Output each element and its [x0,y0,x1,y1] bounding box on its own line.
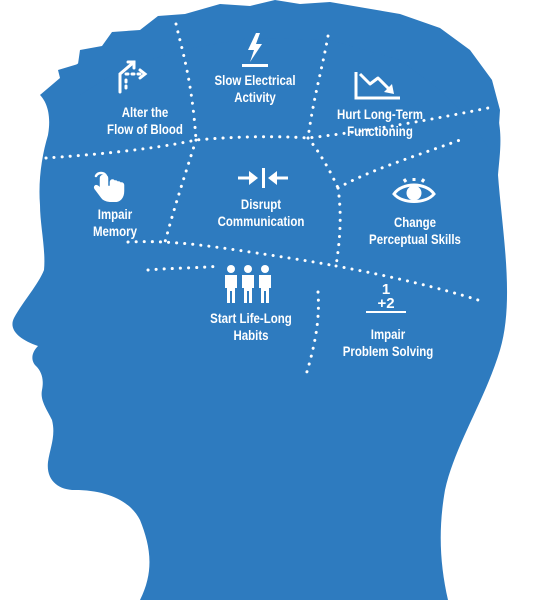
label-impair-memory: Impair Memory [70,206,160,240]
label-disrupt-communication: Disrupt Communication [200,196,323,230]
label-line: Functioning [347,123,413,139]
arrows-inward-icon [238,168,288,188]
hair-tufts [40,0,500,150]
lightning-bolt-icon [242,33,268,67]
label-line: Impair [370,326,406,342]
label-line: Problem Solving [342,343,434,359]
label-slow-electrical: Slow Electrical Activity [194,72,317,106]
split-arrows-icon [118,60,148,94]
math-sum-top: 1 [381,281,391,298]
label-line: Communication [217,213,305,229]
math-sum-icon: 1 +2 [366,281,406,313]
label-change-perceptual: Change Perceptual Skills [354,214,477,248]
dotted-dividers [44,22,490,377]
label-line: Impair [97,206,133,222]
math-sum-bottom: +2 [366,296,406,313]
three-people-icon [225,265,271,303]
tap-hand-icon [93,171,125,202]
label-line: Disrupt [240,196,282,212]
label-start-habits: Start Life-Long Habits [190,310,313,344]
label-line: Change [393,214,437,230]
trend-down-icon [354,72,400,100]
label-line: Slow Electrical [214,72,296,88]
label-hurt-long-term: Hurt Long-Term Functioning [314,106,445,140]
label-alter-flow: Alter the Flow of Blood [84,104,207,138]
label-line: Start Life-Long [210,310,292,326]
label-line: Hurt Long-Term [337,106,423,122]
label-impair-problem: Impair Problem Solving [331,326,446,360]
label-line: Flow of Blood [107,121,183,137]
eye-icon [392,178,436,203]
label-line: Alter the [121,104,169,120]
label-line: Perceptual Skills [369,231,461,247]
label-line: Memory [92,223,138,239]
label-line: Habits [233,327,269,343]
head-shape [12,7,508,600]
label-line: Activity [234,89,276,105]
